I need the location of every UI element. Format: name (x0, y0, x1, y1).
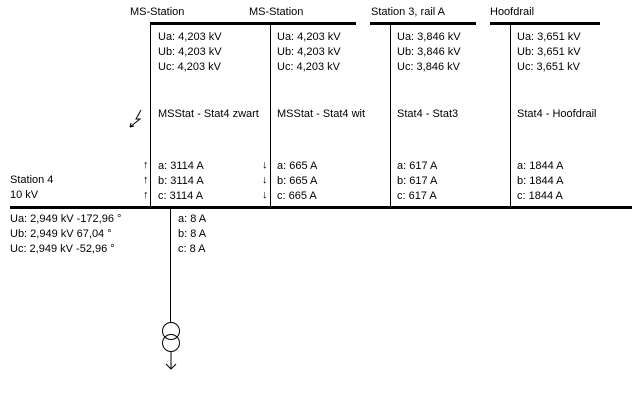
branch-current-a: a: 617 A (397, 160, 438, 172)
branch-current-a: a: 665 A (277, 160, 318, 172)
busbar-voltage-c: Uc: 4,203 kV (277, 61, 340, 73)
busbar-voltage-b: Ub: 3,651 kV (517, 46, 581, 58)
branch-current-b: b: 3114 A (158, 175, 204, 187)
main-bus-ub: Ub: 2,949 kV 67,04 ° (10, 228, 112, 240)
busbar-voltage-b: Ub: 4,203 kV (277, 46, 341, 58)
busbar-name: Station 3, rail A (371, 6, 445, 18)
branch-current-a: a: 1844 A (517, 160, 564, 172)
branch-current-b: b: 1844 A (517, 175, 564, 187)
load-arrow-icon (165, 352, 177, 370)
arrow-up-icon: ↑ (143, 174, 149, 186)
branch-line-wit[interactable] (270, 24, 271, 208)
branch-current-b: b: 665 A (277, 175, 318, 187)
arrow-up-icon: ↑ (143, 189, 149, 201)
busbar-hoofdrail[interactable] (490, 22, 600, 25)
branch-name: MSStat - Stat4 zwart (158, 108, 259, 120)
busbar-voltage-c: Uc: 4,203 kV (158, 61, 221, 73)
busbar-voltage-c: Uc: 3,651 kV (517, 61, 580, 73)
busbar-voltage-c: Uc: 3,846 kV (397, 61, 460, 73)
busbar-voltage-a: Ua: 4,203 kV (277, 31, 341, 43)
arrow-down-icon: ↓ (262, 159, 268, 171)
branch-current-c: c: 617 A (397, 190, 437, 202)
branch-line-stat3[interactable] (390, 24, 391, 208)
main-bus-ua: Ua: 2,949 kV -172,96 ° (10, 213, 122, 225)
branch-line-zwart[interactable] (150, 24, 151, 208)
busbar-voltage-b: Ub: 4,203 kV (158, 46, 222, 58)
busbar-name: MS-Station (249, 6, 304, 18)
branch-current-c: c: 665 A (277, 190, 317, 202)
busbar-voltage-a: Ua: 3,651 kV (517, 31, 581, 43)
busbar-station3-rail-a[interactable] (370, 22, 476, 25)
load-current-b: b: 8 A (178, 228, 207, 240)
branch-current-c: c: 1844 A (517, 190, 563, 202)
busbar-voltage-a: Ua: 3,846 kV (397, 31, 461, 43)
arrow-up-icon: ↑ (143, 159, 149, 171)
branch-name: MSStat - Stat4 wit (277, 108, 366, 120)
branch-line-hoofdrail[interactable] (510, 24, 511, 208)
transformer-icon[interactable] (156, 321, 186, 355)
busbar-station4[interactable] (10, 206, 632, 209)
branch-current-c: c: 3114 A (158, 190, 204, 202)
branch-name: Stat4 - Hoofdrail (517, 108, 597, 120)
lightning-icon (129, 109, 142, 128)
main-bus-voltage: 10 kV (10, 189, 39, 201)
load-current-c: c: 8 A (178, 243, 206, 255)
busbar-ms-station[interactable] (150, 22, 356, 25)
arrow-down-icon: ↓ (262, 189, 268, 201)
branch-current-a: a: 3114 A (158, 160, 204, 172)
busbar-voltage-a: Ua: 4,203 kV (158, 31, 222, 43)
busbar-name: MS-Station (130, 6, 185, 18)
load-current-a: a: 8 A (178, 213, 207, 225)
main-bus-name: Station 4 (10, 174, 54, 186)
branch-current-b: b: 617 A (397, 175, 438, 187)
branch-name: Stat4 - Stat3 (397, 108, 459, 120)
busbar-voltage-b: Ub: 3,846 kV (397, 46, 461, 58)
busbar-name: Hoofdrail (490, 6, 535, 18)
arrow-down-icon: ↓ (262, 174, 268, 186)
load-branch-line[interactable] (170, 208, 171, 323)
main-bus-uc: Uc: 2,949 kV -52,96 ° (10, 243, 115, 255)
